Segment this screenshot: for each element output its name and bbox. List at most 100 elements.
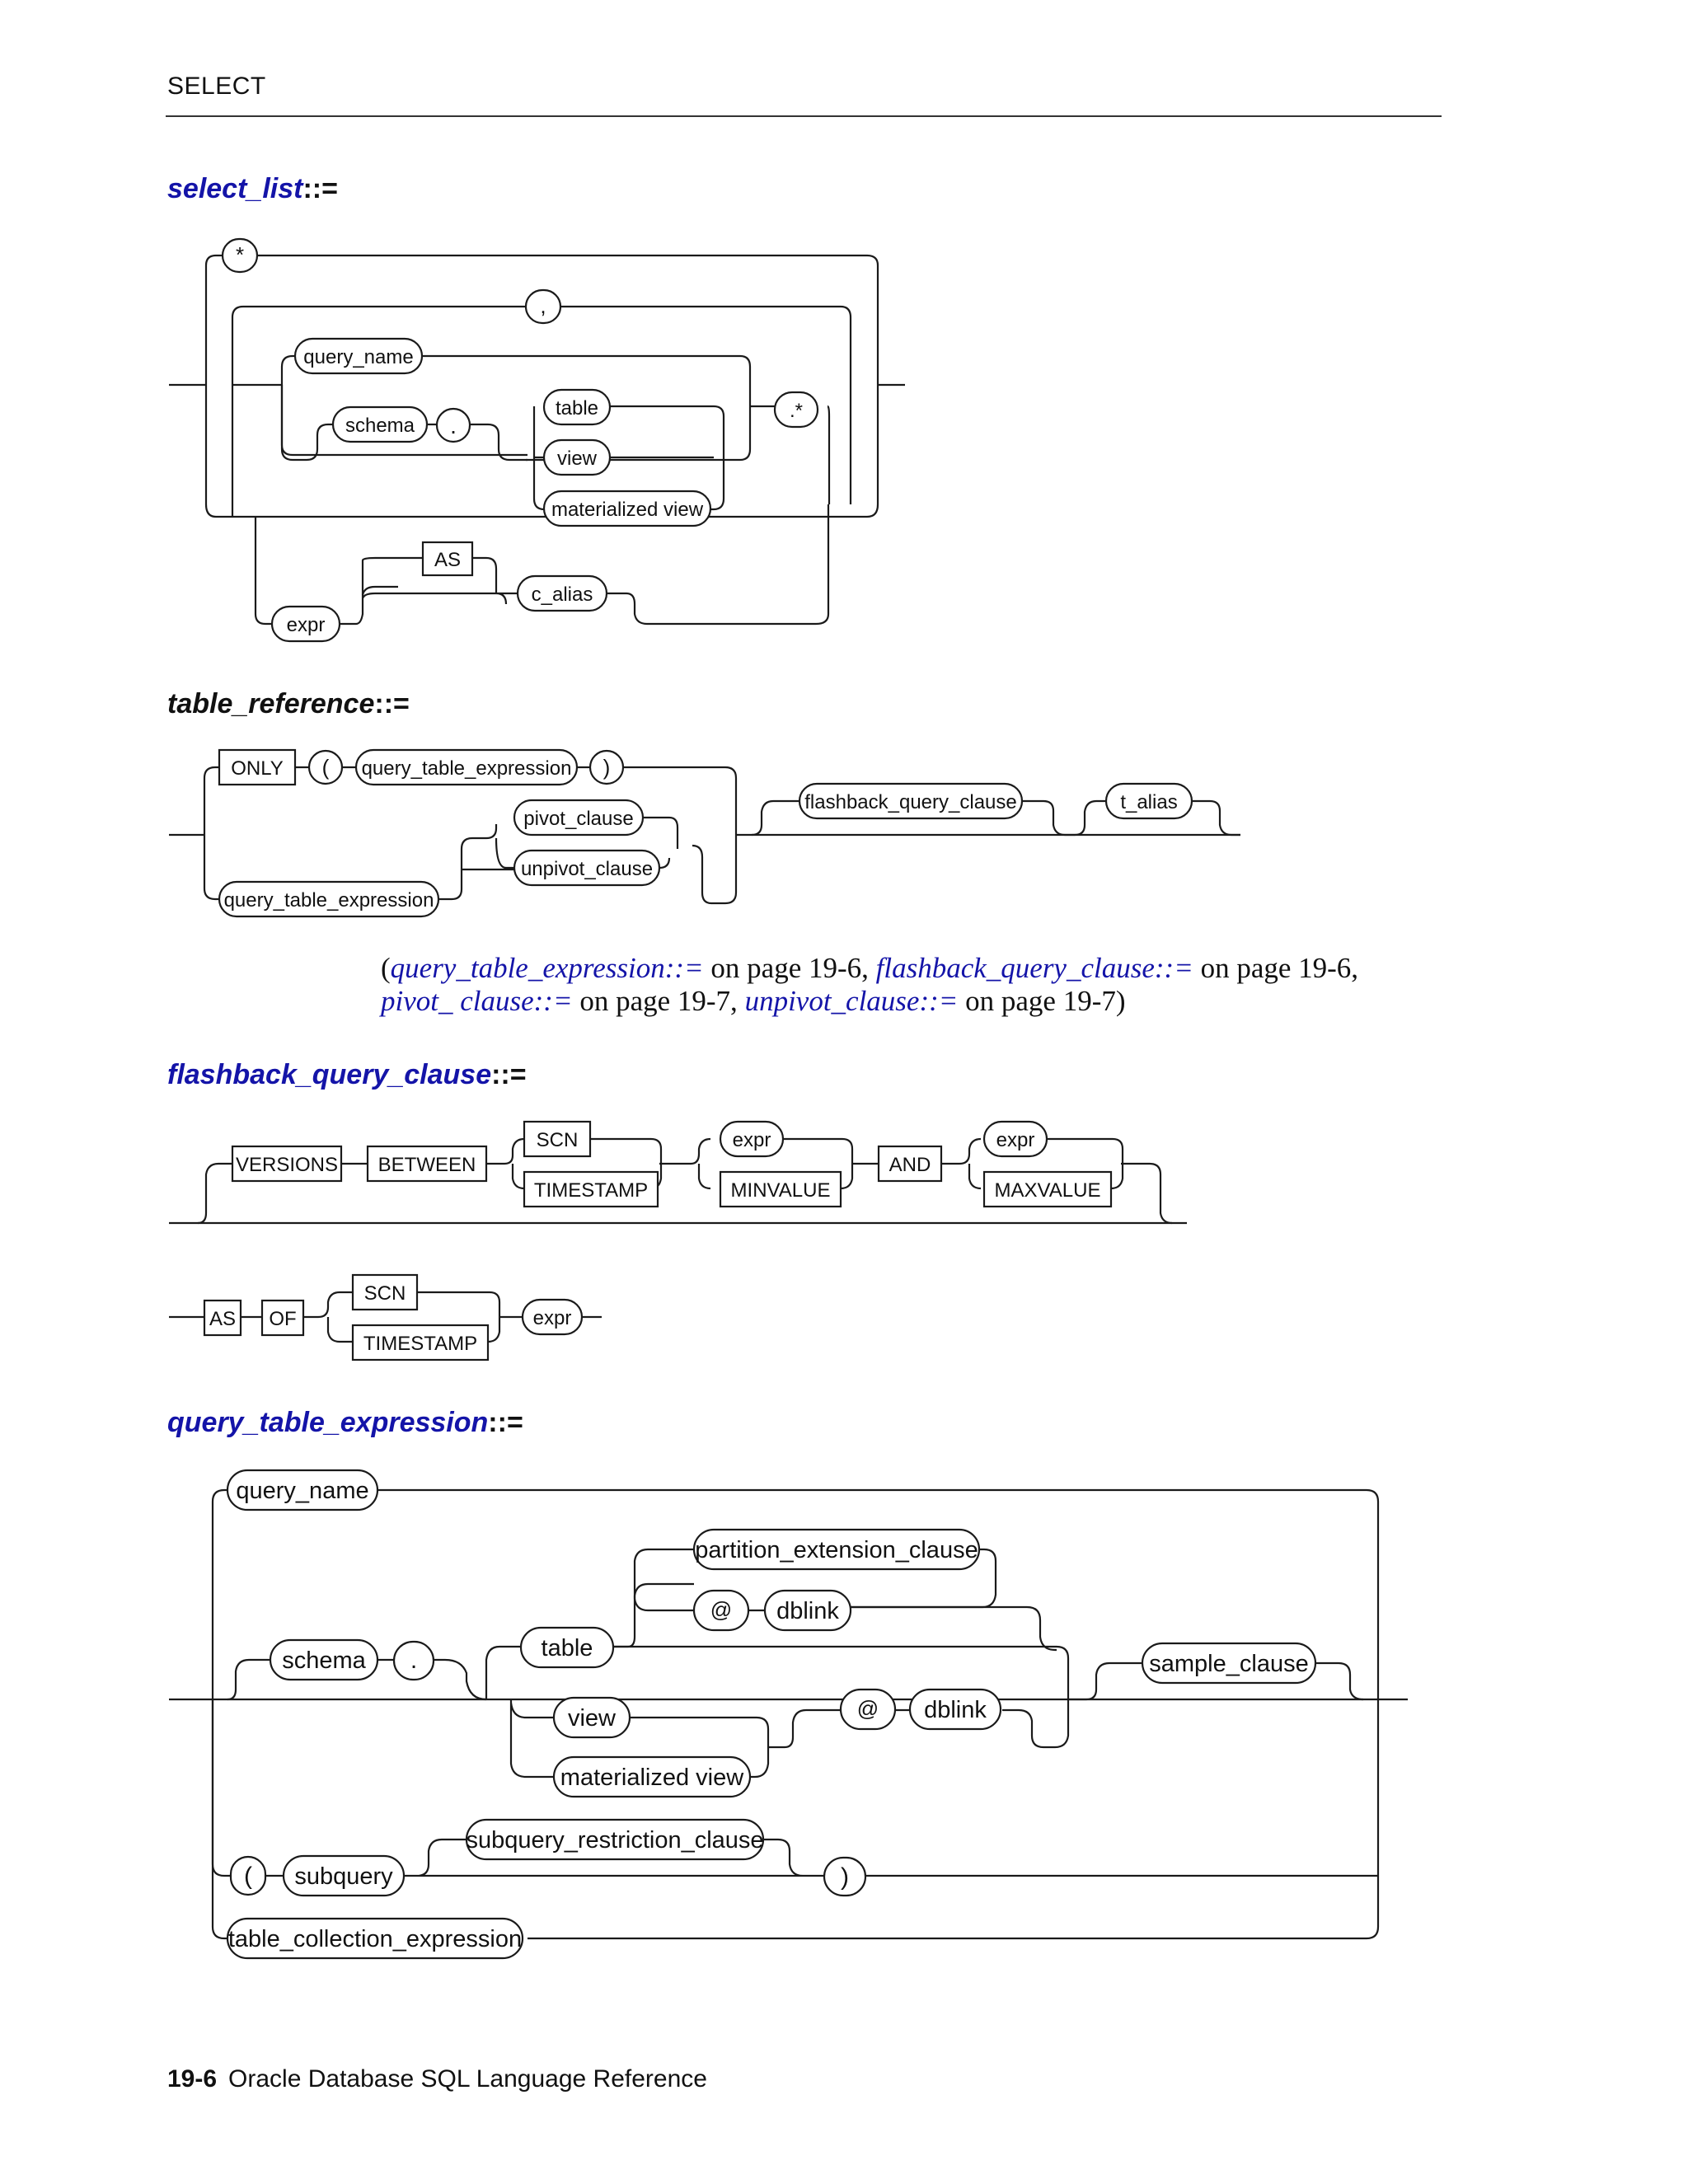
node-qte-dot[interactable]: [392, 1640, 435, 1681]
node-open-paren-label: (: [322, 755, 330, 780]
node-qte-at-2-label: @: [857, 1696, 879, 1721]
node-qte-open-paren-label: (: [244, 1863, 252, 1890]
node-unpivot-clause-label: unpivot_clause: [521, 858, 653, 880]
node-subquery-restriction-clause[interactable]: [465, 1818, 765, 1861]
node-comma[interactable]: [524, 288, 562, 325]
keyword-as[interactable]: [421, 541, 474, 577]
node-qte-close-paren[interactable]: [823, 1856, 867, 1897]
node-query-table-expression-2[interactable]: [218, 880, 440, 918]
flashback-as-of-lines: [169, 1291, 602, 1343]
node-query-table-expression[interactable]: [354, 748, 579, 786]
node-table[interactable]: [542, 388, 612, 426]
node-table-label: table: [556, 397, 598, 419]
node-partition-extension-clause-label: partition_extension_clause: [695, 1537, 978, 1563]
node-dot[interactable]: [435, 407, 471, 443]
keyword-as-of-scn-label: SCN: [364, 1282, 406, 1305]
node-flashback-query-clause[interactable]: [798, 782, 1024, 820]
section-name[interactable]: select_list: [167, 173, 303, 204]
section-operator: ::=: [302, 173, 338, 204]
section-title-table-reference: table_reference::=: [167, 688, 410, 720]
node-close-paren[interactable]: [588, 749, 625, 785]
node-open-paren[interactable]: [307, 749, 344, 785]
node-qte-table[interactable]: [519, 1626, 615, 1669]
ref-text-4: on page 19-7): [958, 985, 1126, 1017]
node-unpivot-clause[interactable]: [513, 849, 661, 887]
node-star[interactable]: [221, 237, 259, 274]
node-dot-label: .: [450, 413, 457, 438]
node-query-name-label: query_name: [303, 346, 413, 368]
node-flashback-query-clause-label: flashback_query_clause: [804, 791, 1017, 813]
node-qte-at-2[interactable]: [839, 1688, 897, 1731]
node-qte-view[interactable]: [552, 1696, 631, 1739]
keyword-only[interactable]: [218, 748, 297, 786]
footer-page-number: 19-6: [167, 2065, 218, 2093]
node-qte-view-label: view: [568, 1705, 617, 1732]
node-expr-label: expr: [287, 614, 326, 636]
node-qte-schema[interactable]: [269, 1638, 379, 1681]
node-query-name[interactable]: [293, 337, 424, 375]
node-expr-versions-low[interactable]: [719, 1120, 785, 1158]
keyword-scn[interactable]: [523, 1120, 592, 1158]
node-qte-close-paren-label: ): [841, 1863, 849, 1891]
section-name: table_reference: [167, 688, 375, 719]
qte-nodes: query_name partition_extension_clause @ …: [226, 1469, 1317, 1960]
node-schema[interactable]: [331, 405, 429, 443]
keyword-timestamp[interactable]: [523, 1170, 659, 1208]
node-qte-open-paren[interactable]: [229, 1855, 267, 1896]
keyword-as-of-as[interactable]: [203, 1299, 242, 1337]
node-qte-query-name-label: query_name: [236, 1478, 368, 1504]
node-dot-star[interactable]: [773, 391, 819, 429]
node-qte-materialized-view[interactable]: [552, 1755, 752, 1798]
keyword-minvalue[interactable]: [719, 1170, 842, 1208]
section-name[interactable]: flashback_query_clause: [167, 1059, 492, 1090]
select-list-nodes: * , query_name schema . table view mater…: [221, 237, 819, 643]
ref-text-1: on page 19-6,: [703, 952, 876, 984]
keyword-and[interactable]: [877, 1145, 943, 1183]
node-qte-subquery[interactable]: [282, 1854, 406, 1897]
table-reference-nodes: ONLY ( query_table_expression ) pivot_cl…: [218, 748, 1193, 918]
keyword-as-of-scn[interactable]: [351, 1273, 419, 1311]
ref-link-pivot-clause[interactable]: pivot_ clause::=: [381, 985, 573, 1017]
node-qte-at-1-label: @: [710, 1597, 732, 1622]
node-star-label: *: [236, 242, 244, 267]
keyword-of[interactable]: [260, 1299, 305, 1337]
node-c-alias[interactable]: [516, 574, 608, 612]
footer-book-title: Oracle Database SQL Language Reference: [228, 2065, 707, 2093]
node-qte-at-1[interactable]: [692, 1589, 750, 1632]
ref-link-flashback-query-clause[interactable]: flashback_query_clause::=: [875, 952, 1193, 984]
header-rule: [166, 115, 1442, 117]
keyword-as-of-timestamp[interactable]: [351, 1324, 490, 1361]
node-pivot-clause[interactable]: [513, 799, 645, 837]
node-expr[interactable]: [270, 605, 341, 643]
section-operator: ::=: [374, 688, 410, 719]
ref-link-unpivot-clause[interactable]: unpivot_clause::=: [744, 985, 959, 1017]
node-c-alias-label: c_alias: [532, 583, 593, 606]
section-title-select-list: select_list::=: [167, 173, 338, 205]
node-dot-star-label: .*: [790, 400, 803, 422]
node-materialized-view-label: materialized view: [551, 499, 704, 521]
node-expr-versions-high[interactable]: [982, 1120, 1048, 1158]
keyword-between[interactable]: [366, 1145, 488, 1183]
node-partition-extension-clause[interactable]: [692, 1528, 981, 1571]
node-view[interactable]: [542, 438, 612, 476]
node-materialized-view[interactable]: [542, 490, 712, 527]
keyword-maxvalue[interactable]: [982, 1170, 1113, 1208]
node-as-of-expr[interactable]: [521, 1298, 584, 1336]
section-title-query-table-expression: query_table_expression::=: [167, 1407, 523, 1439]
ref-text-3: on page 19-7,: [572, 985, 745, 1017]
node-qte-dblink-2[interactable]: [908, 1688, 1002, 1731]
node-qte-dblink-1[interactable]: [763, 1589, 852, 1632]
node-comma-label: ,: [540, 293, 546, 318]
section-name[interactable]: query_table_expression: [167, 1407, 489, 1438]
node-sample-clause[interactable]: [1141, 1642, 1317, 1685]
node-qte-query-name[interactable]: [226, 1469, 379, 1511]
node-t-alias[interactable]: [1104, 782, 1193, 820]
keyword-as-label: AS: [434, 549, 461, 571]
node-table-collection-expression[interactable]: [226, 1917, 524, 1960]
keyword-versions[interactable]: [231, 1145, 343, 1183]
node-qte-schema-label: schema: [282, 1647, 366, 1674]
ref-link-query-table-expression[interactable]: query_table_expression::=: [390, 952, 704, 984]
node-qte-dblink-2-label: dblink: [924, 1697, 987, 1723]
